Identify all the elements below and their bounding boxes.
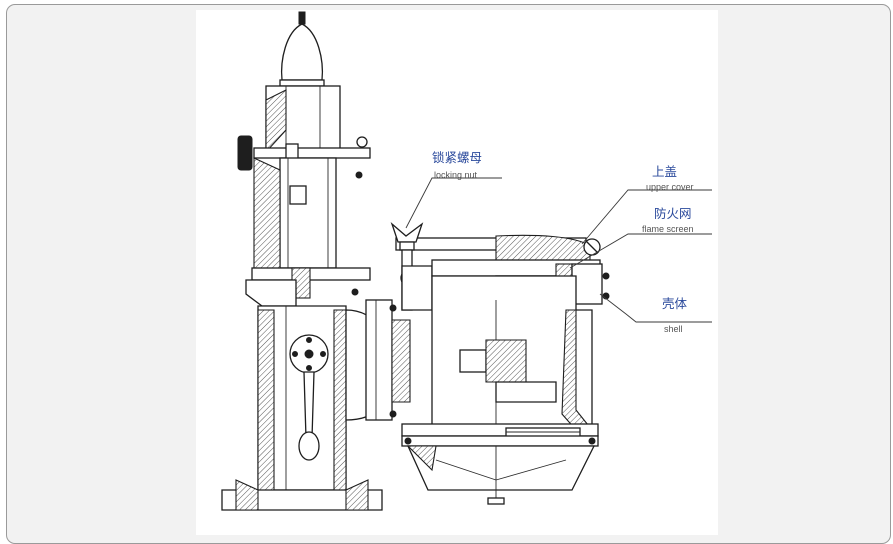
shell-leader — [599, 293, 712, 323]
upper-flange — [253, 147, 371, 159]
base-flange — [221, 489, 383, 511]
label-locking-nut-en: locking nut — [434, 170, 478, 180]
label-upper-cover-cn: 上盖 — [652, 164, 677, 179]
upper-cover-leader — [581, 189, 712, 245]
middle-column — [279, 157, 337, 269]
label-flame-screen-cn: 防火网 — [654, 206, 692, 221]
bottom-cone — [406, 445, 596, 491]
label-locking-nut-cn: 锁紧螺母 — [432, 150, 482, 165]
label-shell-cn: 壳体 — [662, 296, 688, 311]
right-valve-assembly — [390, 221, 610, 505]
leader-lines — [405, 177, 712, 323]
flame-screen-leader — [569, 233, 712, 269]
top-bolt — [298, 11, 306, 25]
label-flame-screen-en: flame screen — [642, 224, 694, 234]
locking-nut-leader — [405, 177, 502, 229]
breather-valve-drawing: 锁紧螺母 locking nut 上盖 upper cover 防火网 flam… — [221, 11, 712, 511]
label-shell-en: shell — [664, 324, 683, 334]
handle — [303, 371, 315, 439]
connecting-pipe-flange — [365, 299, 393, 421]
mid-flange — [251, 267, 371, 281]
connecting-flange — [365, 299, 411, 421]
diagram-canvas: 锁紧螺母 locking nut 上盖 upper cover 防火网 flam… — [196, 10, 718, 535]
weight-cap — [280, 23, 324, 81]
locking-nut-wing — [390, 221, 424, 243]
left-valve-assembly — [221, 11, 397, 511]
callout-labels: 锁紧螺母 locking nut 上盖 upper cover 防火网 flam… — [432, 150, 694, 334]
label-upper-cover-en: upper cover — [646, 182, 694, 192]
